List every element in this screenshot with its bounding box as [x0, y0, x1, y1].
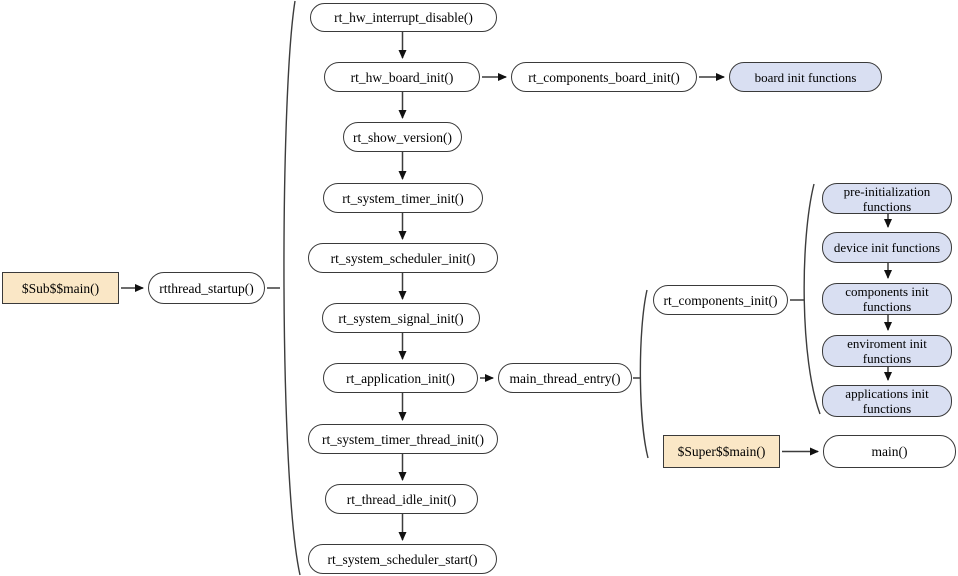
node-rt-system-scheduler-init: rt_system_scheduler_init()	[308, 243, 498, 273]
node-rt-system-scheduler-start: rt_system_scheduler_start()	[308, 544, 497, 574]
node-enviroment-init-functions: enviroment init functions	[822, 335, 952, 367]
node-applications-init-functions: applications init functions	[822, 385, 952, 417]
group-paren-init-functions	[803, 183, 821, 415]
group-paren-startup-sequence	[283, 0, 301, 576]
node-board-init-functions: board init functions	[729, 62, 882, 92]
node-rt-system-timer-thread-init: rt_system_timer_thread_init()	[308, 424, 498, 454]
node-rt-show-version: rt_show_version()	[343, 122, 462, 152]
node-rt-hw-board-init: rt_hw_board_init()	[324, 62, 480, 92]
node-rtthread-startup: rtthread_startup()	[148, 272, 265, 304]
node-rt-thread-idle-init: rt_thread_idle_init()	[325, 484, 478, 514]
node-pre-initialization-functions: pre-initialization functions	[822, 183, 952, 214]
node-components-init-functions: components init functions	[822, 283, 952, 315]
node-device-init-functions: device init functions	[822, 232, 952, 263]
node-super-main: $Super$$main()	[663, 435, 780, 468]
group-paren-main-thread	[639, 289, 649, 459]
node-rt-hw-interrupt-disable: rt_hw_interrupt_disable()	[310, 3, 497, 32]
node-main: main()	[823, 435, 956, 468]
node-rt-application-init: rt_application_init()	[323, 363, 478, 393]
node-rt-components-init: rt_components_init()	[653, 285, 788, 315]
node-sub-main: $Sub$$main()	[2, 272, 119, 304]
node-rt-components-board-init: rt_components_board_init()	[511, 62, 697, 92]
node-rt-system-signal-init: rt_system_signal_init()	[322, 303, 480, 333]
node-main-thread-entry: main_thread_entry()	[498, 363, 632, 393]
node-rt-system-timer-init: rt_system_timer_init()	[323, 183, 483, 213]
